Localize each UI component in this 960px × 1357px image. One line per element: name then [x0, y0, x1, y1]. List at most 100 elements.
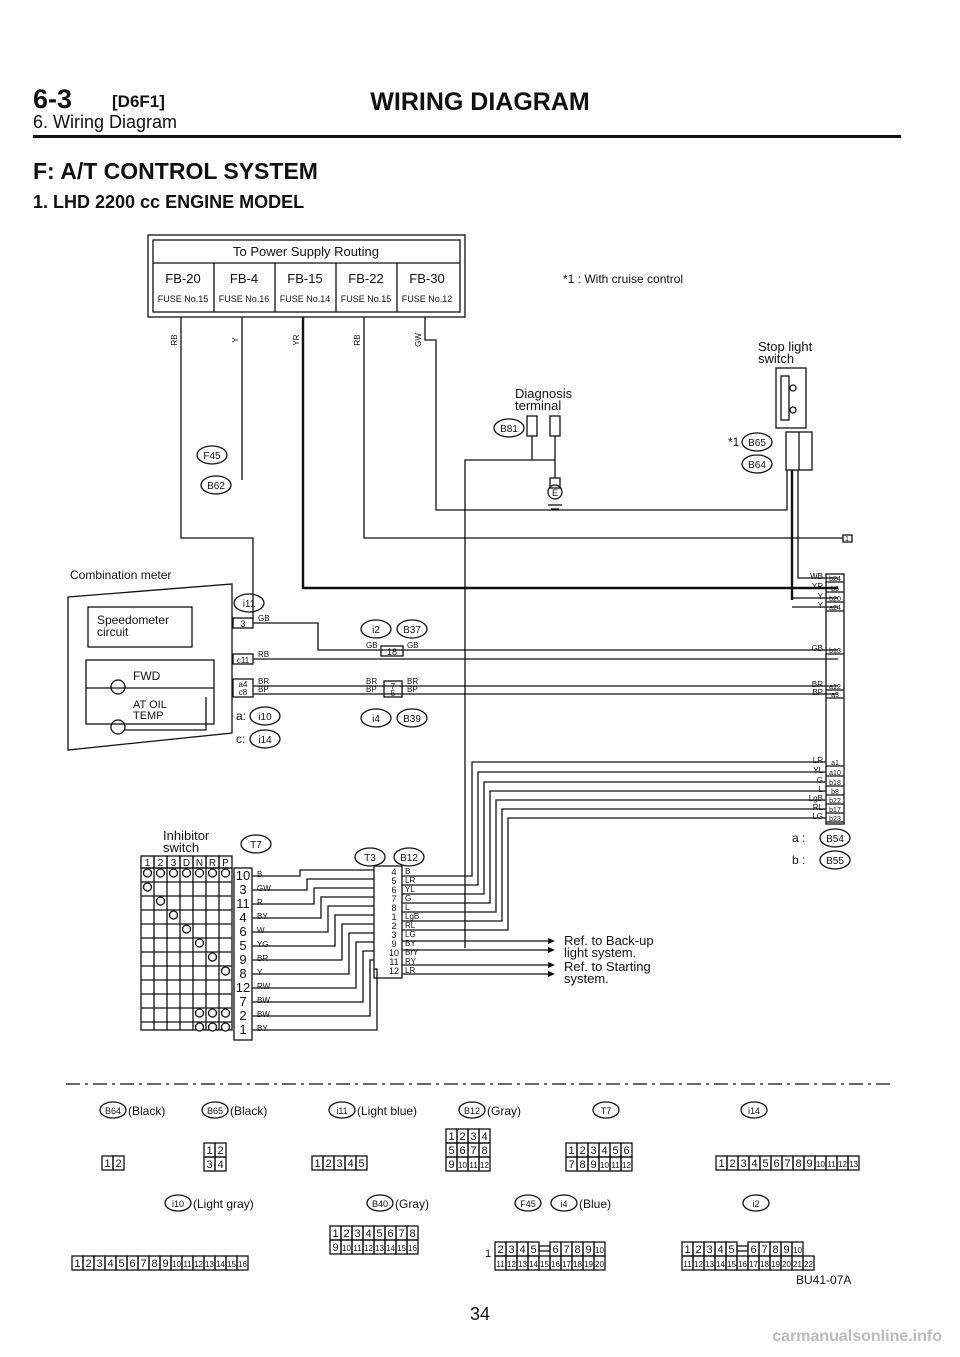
- legend-F45-pin-15: 15: [540, 1260, 549, 1269]
- prefix-a2: a :: [792, 831, 805, 845]
- legend-i11-pin-2: 2: [325, 1158, 331, 1170]
- legend-i11-pin-1: 1: [314, 1158, 320, 1170]
- legend-B12-pin-4: 4: [481, 1131, 487, 1143]
- t7-wire-line-8: [252, 941, 374, 989]
- legend-F45-pin-12: 12: [507, 1260, 516, 1269]
- legend-i14-pin-7: 7: [784, 1158, 790, 1170]
- mid-wire-bp-r: BP: [407, 685, 418, 694]
- legend-F45-pin-4: 4: [519, 1244, 525, 1256]
- page-subtitle: 6. Wiring Diagram: [33, 112, 178, 132]
- legend-B65-cell-1-1: [214, 1156, 227, 1172]
- t7-wire-line-1: [252, 878, 374, 891]
- legend-id-B40: B40: [372, 1199, 388, 1209]
- legend-B40-pin-7: 7: [398, 1228, 404, 1240]
- legend-oval-B65: [201, 1101, 229, 1119]
- t7-pin-5: 5: [239, 938, 246, 953]
- t7-wire-8: RW: [257, 982, 271, 991]
- legend-i2-pin-8: 8: [772, 1244, 778, 1256]
- fuse-wire-0: RB: [170, 334, 179, 345]
- fuse-wire-4: GW: [414, 333, 423, 347]
- legend-desc-B64: (Black): [128, 1104, 165, 1118]
- legend-F45-pin-19: 19: [584, 1260, 593, 1269]
- legend-T7-pin-10: 10: [600, 1161, 609, 1170]
- t7-wire-line-9: [252, 950, 374, 1003]
- legend-i11-cell-0-4: [355, 1155, 368, 1171]
- contact-dot-15: [207, 1008, 218, 1018]
- meter-wires: [86, 622, 838, 731]
- tcm-wire-3: Y: [818, 601, 824, 610]
- legend-B12-pin-2: 2: [459, 1131, 465, 1143]
- legend-B40-pin-6: 6: [387, 1228, 393, 1240]
- t3-pin-5: 5: [391, 876, 396, 886]
- legend-B12-pin-3: 3: [470, 1131, 476, 1143]
- legend-i10-pin-4: 4: [107, 1258, 113, 1270]
- legend-B12-pin-7: 7: [470, 1145, 476, 1157]
- t7-connector: [233, 867, 253, 1041]
- legend-i14-pin-8: 8: [795, 1158, 801, 1170]
- legend-T7-pin-12: 12: [622, 1161, 631, 1170]
- legend-id-B12: B12: [464, 1106, 480, 1116]
- legend-desc-B12: (Gray): [487, 1104, 521, 1118]
- oval-label-B65: B65: [748, 438, 766, 449]
- legend-B65-pin-1: 1: [206, 1145, 212, 1157]
- t7-wire-1: GW: [257, 884, 271, 893]
- t7-pin-12: 12: [236, 980, 250, 995]
- oval-i10: [249, 706, 281, 726]
- legend-i10-pin-9: 9: [162, 1258, 168, 1270]
- legend-i2-pin-3: 3: [706, 1244, 712, 1256]
- legend-oval-B40: [366, 1194, 394, 1212]
- t7-wire-2: R: [257, 898, 263, 907]
- pos-label-1: 1: [145, 858, 151, 869]
- pos-label-2: 2: [158, 858, 164, 869]
- legend-F45-pin-9: 9: [585, 1244, 591, 1256]
- fuse-fb-2: FB-15: [287, 271, 322, 286]
- legend-id-B64: B64: [105, 1106, 121, 1116]
- pos-label-3: 3: [171, 858, 177, 869]
- speedometer-label-2: circuit: [97, 625, 129, 639]
- t7-pin-8: 8: [239, 966, 246, 981]
- legend-B40-pin-16: 16: [408, 1244, 417, 1253]
- contact-dot-9: [168, 910, 179, 920]
- oval-label-B12: B12: [400, 853, 418, 864]
- oval-B64: [741, 454, 773, 474]
- oval-T7: [240, 834, 272, 854]
- t3-wire-1: LR: [405, 876, 415, 885]
- t3-wire-3: G: [405, 894, 411, 903]
- contact-dot-5: [207, 868, 218, 878]
- t3-wire-5: LgB: [405, 912, 419, 921]
- legend-F45-pin-20: 20: [595, 1260, 604, 1269]
- harness-wires: [402, 761, 826, 977]
- t7-wire-0: B: [257, 870, 262, 879]
- legend-i2-pin-9: 9: [783, 1244, 789, 1256]
- harness-wire-6: [402, 817, 826, 931]
- legend-T7-pin-3: 3: [590, 1145, 596, 1157]
- oil-temp-indicator-icon: [110, 719, 126, 735]
- legend-oval-B64: [99, 1101, 127, 1119]
- mid-pin-5: 5: [391, 689, 396, 698]
- legend-i14-pin-1: 1: [718, 1158, 724, 1170]
- harness-wire-5: [402, 808, 826, 922]
- t3-connector: [373, 865, 403, 979]
- t7-pin-6: 6: [239, 924, 246, 939]
- oval-label-i4: i4: [372, 714, 380, 725]
- legend-B40-pin-9: 9: [332, 1242, 338, 1254]
- legend-i2-pin-20: 20: [782, 1260, 791, 1269]
- legend-B12-pin-10: 10: [458, 1161, 467, 1170]
- mid-connector-18: [380, 645, 404, 657]
- tcm-rows: b24WBb6YRb20Ya24Yb13GBa12BRa3BPa1LRa10YL…: [809, 572, 844, 823]
- tcm-wire-9: G: [817, 776, 823, 785]
- legend-desc-B40: (Gray): [395, 1197, 429, 1211]
- legend-F45-pin-5: 5: [530, 1244, 536, 1256]
- meter-pin-3: 3: [240, 619, 245, 629]
- t7-pin-7: 7: [239, 994, 246, 1009]
- legend-oval-i2: [742, 1194, 770, 1212]
- t7-pin-3: 3: [239, 882, 246, 897]
- power-title: To Power Supply Routing: [233, 244, 379, 259]
- legend-F45-pin-11: 11: [496, 1260, 505, 1269]
- fuse-no-3: FUSE No.15: [341, 294, 392, 304]
- t3-pin-11: 11: [389, 957, 398, 967]
- tcm-wire-13: LG: [812, 812, 823, 821]
- legend-i2-pin-10: 10: [793, 1246, 802, 1255]
- tcm-wire-10: L: [819, 785, 824, 794]
- fuse-no-4: FUSE No.12: [402, 294, 453, 304]
